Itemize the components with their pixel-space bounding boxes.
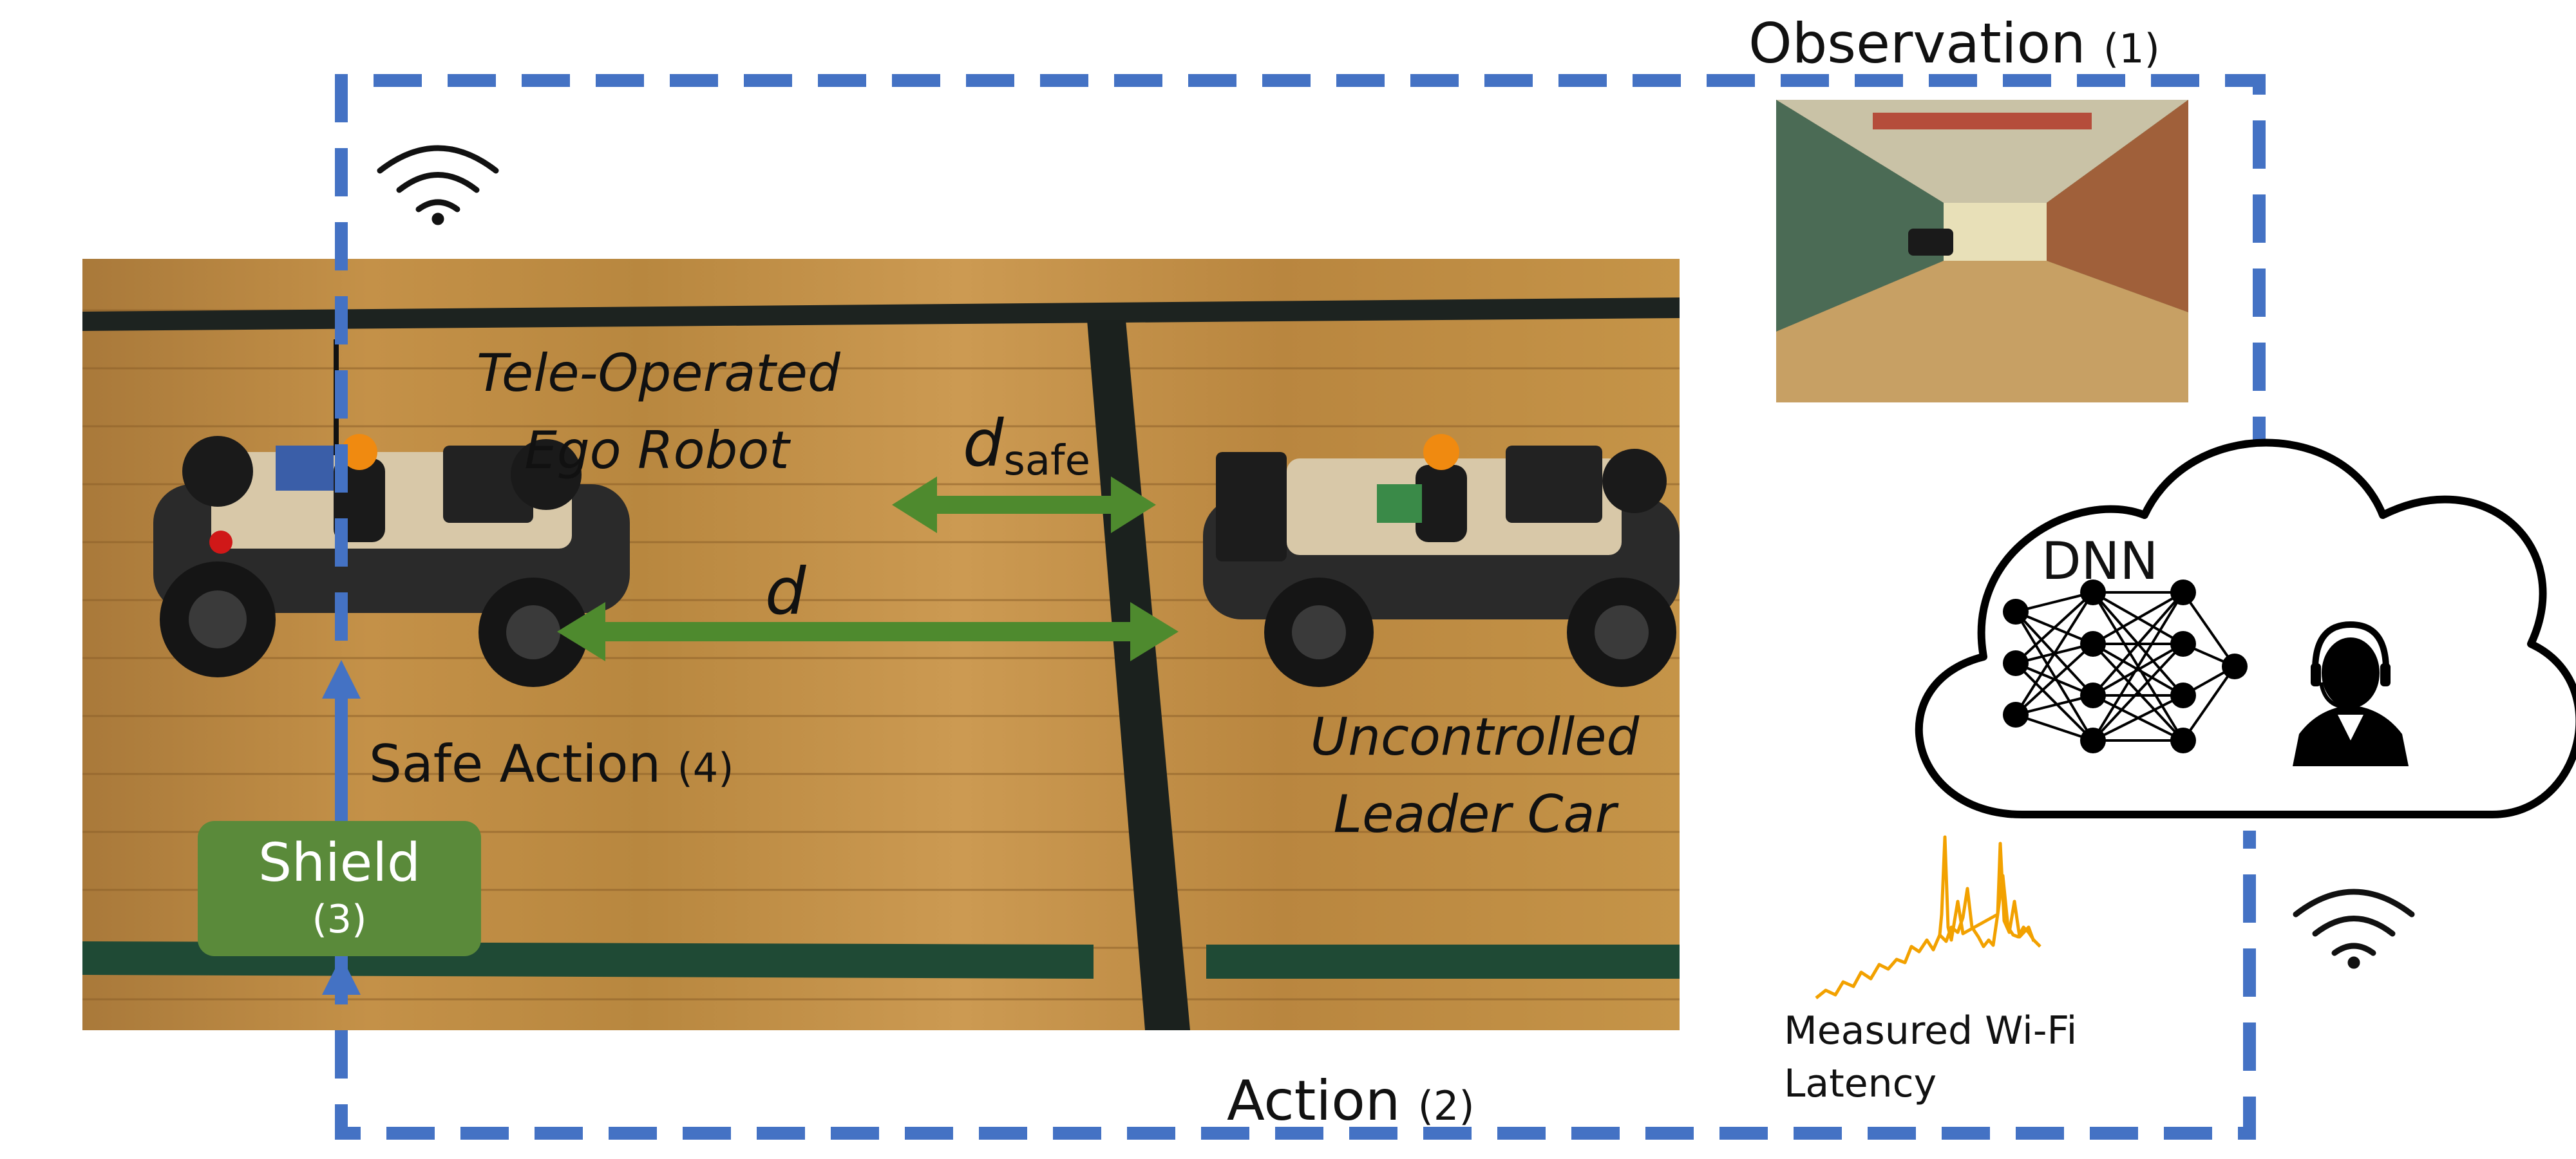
wifi-icon — [2293, 889, 2415, 969]
ego-robot-label-line1: Tele-Operated — [477, 343, 840, 403]
d-arrow — [557, 602, 1179, 661]
wifi-icon — [377, 145, 499, 225]
safe-action-arrowhead — [322, 660, 361, 699]
leader-car-label-line1: Uncontrolled — [1310, 707, 1640, 767]
shield-box: Shield (3) — [198, 821, 481, 956]
d-label: d — [765, 554, 806, 629]
latency-label: Measured Wi-Fi Latency — [1784, 1004, 2077, 1110]
ego-robot-label-line2: Ego Robot — [524, 420, 790, 480]
neural-network-icon — [2003, 580, 2248, 753]
shield-number: (3) — [312, 897, 367, 942]
ego-robot-label: Tele-Operated Ego Robot — [477, 335, 840, 489]
action-text: Action — [1227, 1069, 1401, 1133]
leader-car — [1203, 434, 1680, 687]
shield-input-arrowhead — [322, 956, 361, 995]
control-loop-dashed-path — [335, 74, 2266, 1140]
leader-car-label-line2: Leader Car — [1333, 784, 1616, 844]
safe-action-number: (4) — [677, 744, 734, 791]
safe-action-label: Safe Action (4) — [369, 734, 734, 794]
latency-label-line1: Measured Wi-Fi — [1784, 1008, 2078, 1053]
leader-car-label: Uncontrolled Leader Car — [1294, 699, 1655, 853]
d-safe-arrow — [892, 476, 1156, 533]
safe-action-text: Safe Action — [369, 734, 661, 794]
action-number: (2) — [1417, 1082, 1475, 1129]
operator-headset-icon — [2293, 621, 2409, 766]
observation-text: Observation — [1748, 12, 2086, 76]
d-safe-label: dsafe — [963, 406, 1090, 485]
d-text: d — [765, 554, 806, 629]
camera-observation-art — [1776, 100, 2188, 402]
d-safe-subscript: safe — [1003, 437, 1090, 485]
d-safe-main: d — [963, 406, 1004, 481]
action-label: Action (2) — [1227, 1069, 1475, 1133]
dnn-text: DNN — [2041, 531, 2159, 591]
latency-sparkline-icon — [1815, 874, 2041, 999]
dnn-label: DNN — [2041, 531, 2158, 591]
observation-number: (1) — [2103, 25, 2160, 72]
cloud-icon — [1915, 438, 2576, 818]
camera-observation-image — [1776, 100, 2188, 402]
shield-label: Shield — [258, 833, 421, 894]
ego-robot — [153, 339, 630, 687]
observation-label: Observation (1) — [1748, 12, 2160, 76]
latency-label-line2: Latency — [1784, 1061, 1937, 1106]
